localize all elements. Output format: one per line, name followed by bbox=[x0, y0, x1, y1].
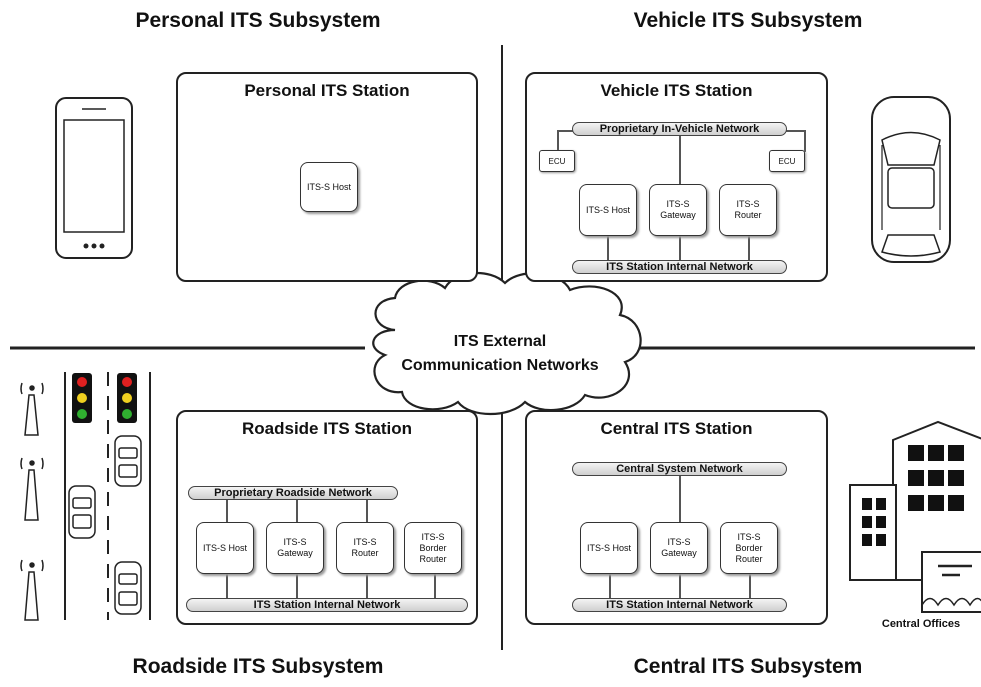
cloud-line-1: ITS External bbox=[453, 333, 547, 350]
central-its-gateway: ITS-S Gateway bbox=[650, 522, 708, 574]
personal-subsystem-title: Personal ITS Subsystem bbox=[135, 9, 381, 32]
vehicle-station-title: Vehicle ITS Station bbox=[600, 81, 753, 100]
central-offices-label: Central Offices bbox=[881, 618, 961, 630]
vehicle-internal-network: ITS Station Internal Network bbox=[572, 260, 787, 274]
central-internal-network: ITS Station Internal Network bbox=[572, 598, 787, 612]
cloud-shape bbox=[372, 271, 642, 416]
central-system-network: Central System Network bbox=[572, 462, 787, 476]
roadside-its-border-router: ITS-S Border Router bbox=[404, 522, 462, 574]
vehicle-in-vehicle-network: Proprietary In-Vehicle Network bbox=[572, 122, 787, 136]
vehicle-subsystem-title: Vehicle ITS Subsystem bbox=[633, 9, 863, 32]
external-network-label: ITS External Communication Networks bbox=[380, 330, 620, 378]
roadside-internal-network: ITS Station Internal Network bbox=[186, 598, 468, 612]
central-its-host: ITS-S Host bbox=[580, 522, 638, 574]
roadside-proprietary-network: Proprietary Roadside Network bbox=[188, 486, 398, 500]
roadside-its-gateway: ITS-S Gateway bbox=[266, 522, 324, 574]
vehicle-ecu-right: ECU bbox=[769, 150, 805, 172]
central-station-title: Central ITS Station bbox=[600, 419, 753, 438]
car-topview-icon bbox=[871, 96, 951, 263]
roadside-its-host: ITS-S Host bbox=[196, 522, 254, 574]
personal-its-host: ITS-S Host bbox=[300, 162, 358, 212]
vehicle-its-station: Vehicle ITS Station Proprietary In-Vehic… bbox=[525, 72, 828, 282]
road-scene-icon bbox=[20, 372, 151, 621]
roadside-its-router: ITS-S Router bbox=[336, 522, 394, 574]
cloud-line-2: Communication Networks bbox=[401, 357, 599, 374]
central-offices-icon bbox=[849, 420, 981, 613]
roadside-subsystem-title: Roadside ITS Subsystem bbox=[132, 655, 384, 678]
personal-its-station: Personal ITS Station ITS-S Host bbox=[176, 72, 478, 282]
smartphone-icon bbox=[55, 97, 133, 259]
roadside-station-title: Roadside ITS Station bbox=[241, 419, 413, 438]
personal-station-title: Personal ITS Station bbox=[244, 81, 410, 100]
vehicle-its-gateway: ITS-S Gateway bbox=[649, 184, 707, 236]
vehicle-its-router: ITS-S Router bbox=[719, 184, 777, 236]
vehicle-ecu-left: ECU bbox=[539, 150, 575, 172]
central-subsystem-title: Central ITS Subsystem bbox=[633, 655, 863, 678]
central-its-border-router: ITS-S Border Router bbox=[720, 522, 778, 574]
vehicle-its-host: ITS-S Host bbox=[579, 184, 637, 236]
central-its-station: Central ITS Station Central System Netwo… bbox=[525, 410, 828, 625]
roadside-its-station: Roadside ITS Station Proprietary Roadsid… bbox=[176, 410, 478, 625]
